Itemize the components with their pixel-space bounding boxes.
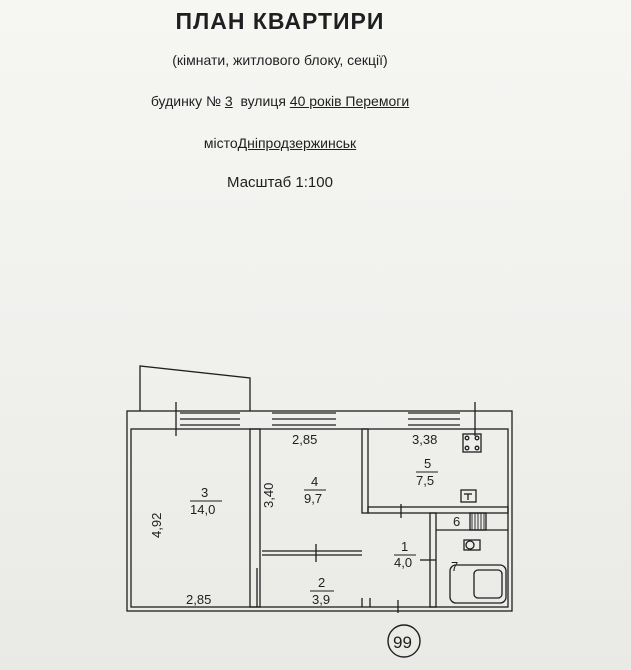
house-line: будинку № 3 вулиця 40 років Перемоги	[0, 93, 560, 109]
window-1	[180, 412, 240, 426]
svg-text:9,7: 9,7	[304, 491, 322, 506]
dim-bottom-left: 2,85	[186, 592, 211, 607]
svg-text:3,9: 3,9	[312, 592, 330, 607]
balcony-outline	[139, 365, 251, 411]
room-1-label: 1 4,0	[394, 539, 416, 570]
wall-room4-room5	[361, 428, 369, 514]
svg-text:3: 3	[201, 485, 208, 500]
shaft-hatch	[471, 513, 485, 530]
house-number: 3	[224, 93, 233, 109]
outer-wall	[126, 410, 513, 612]
bathtub-icon	[449, 564, 507, 604]
svg-text:7,5: 7,5	[416, 473, 434, 488]
dim-top-right: 3,38	[412, 432, 437, 447]
window-2	[272, 412, 336, 426]
outer-wall-inner	[130, 428, 509, 608]
scale-label: Масштаб 1:100	[227, 174, 333, 191]
room-2-label: 2 3,9	[310, 575, 334, 607]
svg-text:1: 1	[401, 539, 408, 554]
city-name: Дніпродзержинськ	[237, 135, 357, 151]
window-3	[408, 412, 460, 426]
wall-room5-room1	[367, 506, 509, 514]
svg-text:5: 5	[424, 456, 431, 471]
wall-room3-room4	[249, 428, 261, 608]
room-3-label: 3 14,0	[190, 485, 222, 517]
city-line: містоДніпродзержинськ	[0, 135, 560, 151]
page-number: 99	[393, 633, 412, 652]
svg-text:14,0: 14,0	[190, 502, 215, 517]
page-number-circle	[387, 624, 421, 658]
city-prefix: місто	[203, 135, 238, 151]
street-prefix: вулиця	[240, 93, 286, 109]
floor-plan: 2,85 3,38 4,92 3,40 2,85 3 14,0 4 9,7 5 …	[126, 365, 513, 658]
page-title: ПЛАН КВАРТИРИ	[175, 8, 385, 34]
toilet-icon	[463, 539, 481, 551]
sink-icon	[460, 489, 477, 503]
room-7-label: 7	[451, 559, 458, 574]
svg-text:4,0: 4,0	[394, 555, 412, 570]
room-4-label: 4 9,7	[304, 474, 326, 506]
dim-top-left: 2,85	[292, 432, 317, 447]
street-name: 40 років Перемоги	[289, 93, 410, 109]
stove-icon	[462, 433, 482, 453]
svg-text:4: 4	[311, 474, 318, 489]
house-prefix: будинку №	[150, 93, 222, 109]
room-5-label: 5 7,5	[416, 456, 438, 488]
dim-left-vertical: 4,92	[149, 513, 164, 538]
room-6-label: 6	[453, 514, 460, 529]
dim-mid-vertical: 3,40	[261, 483, 276, 508]
subtitle: (кімнати, житлового блоку, секції)	[172, 52, 388, 68]
svg-text:2: 2	[318, 575, 325, 590]
